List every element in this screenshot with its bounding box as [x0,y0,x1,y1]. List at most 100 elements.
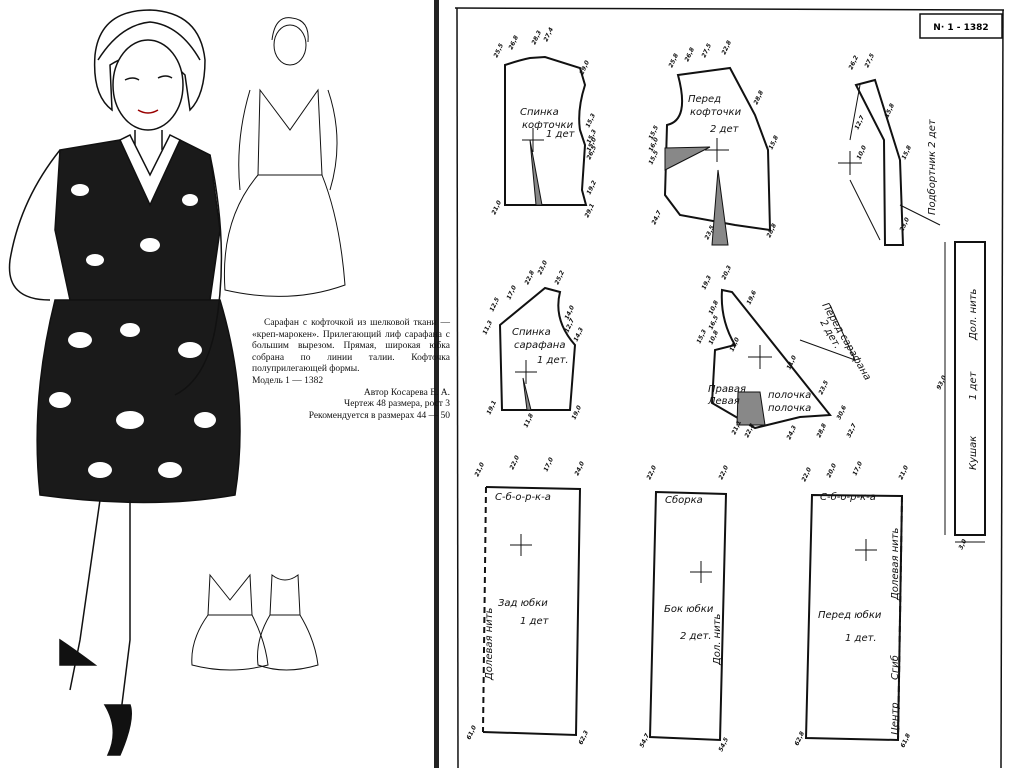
svg-text:Центр: Центр [890,702,901,735]
measurement-label: 23,0 [898,216,911,232]
fashion-illustration-main [8,9,241,756]
svg-text:Сгиб: Сгиб [889,655,901,680]
measurement-label: 12,7 [853,114,866,131]
measurement-label: 19,0 [570,404,583,420]
measurement-label: 19,3 [700,274,713,290]
measurement-label: 22,8 [720,39,733,55]
measurement-label: 61,8 [899,732,912,748]
measurement-label: 21,0 [473,461,486,477]
measurement-label: 62,3 [577,729,590,745]
svg-text:Кушак: Кушак [968,436,979,470]
measurement-label: 61,0 [465,724,478,740]
measurement-label: 20,0 [825,462,838,478]
measurement-label: 20,3 [720,264,733,280]
measurement-label: 24,0 [573,460,586,476]
measurement-label: 17,0 [542,456,555,472]
svg-text:2 дет: 2 дет [710,124,740,135]
measurement-label: 22,0 [800,466,813,482]
svg-text:Бок юбки: Бок юбки [664,603,714,615]
measurement-label: 15,8 [767,134,780,150]
measurement-label: 3,0 [957,538,968,551]
svg-text:Перед: Перед [688,94,721,105]
measurement-label: 15,3 [584,112,597,128]
measurement-label: 22,8 [523,269,536,285]
measurement-label: 28,3 [530,29,543,45]
measurement-label: 25,5 [492,42,505,58]
svg-text:кофточки: кофточки [690,107,742,118]
measurement-label: 27,5 [700,42,713,58]
drawing-size: Чертеж 48 размера, рост 3 [344,399,450,410]
fashion-sketch-sundress [223,17,346,297]
measurement-label: 28,8 [752,89,765,105]
measurement-label: 28,8 [815,422,828,438]
svg-text:Спинка: Спинка [512,327,551,338]
svg-text:1 дет: 1 дет [968,370,979,400]
measurement-label: 24,7 [650,209,663,226]
svg-text:1 дет.: 1 дет. [537,355,569,366]
measurement-label: 21,0 [897,464,910,480]
fashion-sketch-front-back [191,573,319,671]
measurement-label: 24,3 [785,424,798,440]
svg-text:Подбортник 2 дет: Подбортник 2 дет [926,118,938,215]
model-author: Автор Косарева Е. А. [363,387,450,398]
svg-text:Долевая нить: Долевая нить [484,607,495,681]
pattern-front-sundress [710,288,856,430]
svg-text:1 дет: 1 дет [546,129,576,140]
svg-text:полочка: полочка [768,403,811,414]
svg-text:Левая: Левая [707,396,740,407]
pattern-back-blouse [504,55,588,206]
measurement-label: 15,5 [647,149,660,165]
measurement-label: 25,2 [553,269,566,285]
measurement-label: 30,6 [835,404,848,420]
measurement-label: 26,8 [683,46,696,62]
measurement-label: 17,0 [505,284,518,300]
measurement-label: 21,1 [730,419,743,435]
measurement-label: 19,6 [745,289,758,305]
measurement-label: 15,8 [883,102,896,118]
measurement-label: 11,0 [785,354,798,370]
model-number: Модель 1 — 1382 [252,375,324,386]
measurement-label: 23,5 [817,379,830,395]
pattern-back-sundress [498,286,577,411]
measurement-label: 14,3 [572,326,585,342]
svg-text:Спинка: Спинка [520,107,559,118]
measurement-label: 11,3 [481,319,494,335]
measurement-label: 93,0 [935,374,948,390]
svg-text:Зад юбки: Зад юбки [498,597,548,609]
measurement-label: 15,8 [900,144,913,160]
measurement-label: 21,0 [490,199,503,215]
measurement-label: 10,8 [707,329,720,345]
measurement-label: 10,8 [707,299,720,315]
pattern-skirt-side [648,490,728,742]
svg-text:Долевая нить: Долевая нить [890,527,901,601]
svg-text:кофточки: кофточки [522,120,574,131]
measurement-label: 26,2 [847,54,860,70]
svg-text:С-б-о-р-к-а: С-б-о-р-к-а [820,491,876,503]
measurement-label: 16,5 [707,314,720,330]
pattern-sash [944,241,986,543]
measurement-label: 15,3 [695,328,708,344]
svg-text:С-б-о-р-к-а: С-б-о-р-к-а [495,491,551,503]
svg-text:1 дет.: 1 дет. [845,633,877,644]
svg-text:1 дет: 1 дет [520,616,550,627]
page-gutter [434,0,439,768]
measurement-label: 19,1 [485,399,498,415]
model-description: Сарафан с кофточкой из шелковой ткани — … [252,318,450,375]
measurement-label: 28,8 [765,222,778,238]
svg-text:Перед юбки: Перед юбки [818,609,882,621]
svg-text:сарафана: сарафана [514,340,565,351]
measurement-label: 11,8 [522,412,535,428]
measurement-label: 62,8 [793,730,806,746]
measurement-label: 25,8 [667,52,680,68]
model-caption: Сарафан с кофточкой из шелковой ткани — … [252,318,450,422]
pattern-frame [454,7,1005,768]
measurement-label: 19,2 [585,179,598,195]
measurement-label: 27,4 [542,26,555,42]
pattern-facing [838,78,941,246]
svg-text:Сборка: Сборка [665,494,703,506]
pattern-number: N· 1 - 1382 [933,23,988,33]
svg-text:полочка: полочка [768,390,811,401]
measurement-label: 12,0 [728,336,741,352]
svg-text:Дол. нить: Дол. нить [712,613,723,666]
measurement-label: 22,0 [717,464,730,480]
